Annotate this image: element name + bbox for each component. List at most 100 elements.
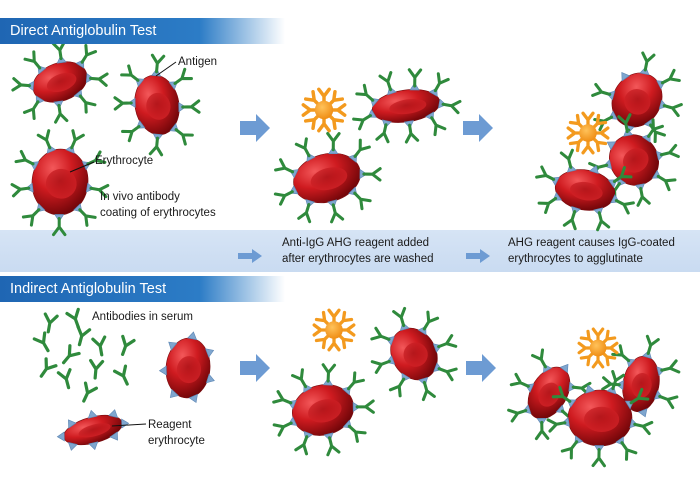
- antibody-icon: [531, 348, 547, 369]
- erythrocyte-icon: [352, 68, 462, 144]
- erythrocyte-icon: [535, 148, 635, 232]
- antibody-icon: [641, 51, 656, 72]
- arrow-icon: [463, 114, 493, 142]
- antibody-icon: [86, 150, 107, 166]
- erythrocyte-leader-line: [69, 161, 95, 173]
- antibody-icon: [23, 50, 42, 70]
- antibody-icon: [537, 197, 558, 214]
- antigen-icon: [188, 393, 198, 404]
- antigen-icon: [169, 388, 179, 399]
- antibody-icon: [591, 447, 606, 468]
- antibody-icon: [352, 114, 372, 131]
- reagent-label-line1: Reagent: [148, 419, 192, 431]
- antibody-icon: [32, 331, 50, 353]
- antibody-icon: [121, 125, 141, 143]
- erythrocyte-icon: [546, 369, 654, 468]
- antibody-icon: [61, 344, 81, 365]
- direct-test-header: Direct Antiglobulin Test: [0, 18, 285, 44]
- antibody-icon: [392, 306, 407, 328]
- antibody-icon: [355, 399, 375, 414]
- antibody-icon: [612, 166, 633, 183]
- antigen-icon: [589, 165, 599, 175]
- antibody-icon: [80, 44, 98, 64]
- indirect-test-title: Indirect Antiglobulin Test: [10, 281, 167, 297]
- antibody-icon: [120, 334, 136, 356]
- antibody-icon: [355, 83, 375, 102]
- antigen-icon: [108, 409, 119, 418]
- antigen-icon: [606, 141, 617, 151]
- erythrocyte-icon: [591, 51, 683, 149]
- erythrocyte-icon: [158, 331, 215, 404]
- antibody-icon: [560, 440, 579, 460]
- antibody-icon: [148, 136, 164, 157]
- step2-label-line2: erythrocytes to agglutinate: [508, 253, 643, 265]
- antibody-icon: [421, 380, 436, 402]
- antibody-icon: [51, 216, 67, 237]
- antigen-icon: [585, 384, 595, 394]
- erythrocyte-icon: [10, 129, 110, 237]
- antigen-icon: [621, 72, 631, 82]
- antibody-icon: [656, 174, 677, 192]
- antibody-icon: [330, 203, 345, 224]
- antibody-icon: [611, 344, 631, 363]
- erythrocyte-icon: [507, 348, 592, 441]
- antigen-icon: [121, 418, 130, 429]
- antibody-icon: [326, 131, 341, 152]
- antibody-icon: [89, 358, 105, 380]
- antigen-icon: [87, 409, 98, 419]
- antibody-icon: [321, 363, 337, 383]
- step-description-band: [0, 230, 700, 272]
- antigen-icon: [158, 365, 167, 376]
- arrow-icon: [240, 114, 270, 142]
- antibody-icon: [173, 67, 193, 85]
- antibody-icon: [294, 435, 309, 456]
- antigen-icon: [187, 331, 198, 341]
- antibody-icon: [404, 123, 420, 144]
- antibody-icon: [617, 113, 632, 134]
- antibody-icon: [591, 82, 612, 97]
- ahg-reagent-icon: [312, 308, 356, 352]
- antibody-icon: [596, 211, 611, 232]
- antibody-icon: [378, 71, 393, 92]
- coating-label-line2: coating of erythrocytes: [100, 207, 216, 219]
- antibody-icon: [70, 129, 85, 150]
- antibody-icon: [272, 390, 293, 405]
- antibody-icon: [430, 116, 447, 137]
- step2-label-line1: AHG reagent causes IgG-coated: [508, 237, 675, 249]
- antibody-icon: [76, 325, 92, 347]
- arrow-icon: [466, 249, 490, 263]
- erythrocyte-icon: [601, 334, 681, 425]
- antibody-icon: [174, 128, 194, 146]
- reagent-label-line2: erythrocyte: [148, 435, 205, 447]
- antibody-icon: [551, 385, 572, 403]
- ahg-reagent-icon: [301, 87, 347, 133]
- antibody-icon: [535, 165, 556, 181]
- antibody-icon: [658, 394, 679, 410]
- antibody-icon: [113, 364, 129, 386]
- antibody-icon: [346, 371, 365, 391]
- antibody-icon: [407, 68, 423, 88]
- antibody-icon: [78, 208, 97, 227]
- antigen-leader-line: [155, 61, 177, 77]
- arrow-icon: [240, 354, 270, 382]
- antigen-icon: [68, 419, 77, 429]
- antigen-icon: [56, 431, 65, 442]
- erythrocyte-icon: [11, 40, 109, 124]
- antibody-icon: [546, 418, 567, 433]
- antibody-icon: [611, 369, 626, 391]
- antibody-icon: [370, 359, 391, 374]
- antibody-icon: [433, 72, 450, 93]
- antibody-icon: [441, 99, 462, 115]
- antibody-icon: [562, 210, 577, 231]
- ahg-reagent-icon: [577, 327, 619, 369]
- antibody-icon: [78, 94, 97, 114]
- antibody-icon: [633, 420, 654, 436]
- antibody-icon: [388, 377, 406, 398]
- antibody-icon: [14, 149, 35, 166]
- direct-test-title: Direct Antiglobulin Test: [10, 23, 157, 39]
- antibody-icon: [353, 191, 372, 211]
- arrow-icon: [238, 249, 262, 263]
- ahg-reagent-icon: [566, 111, 610, 155]
